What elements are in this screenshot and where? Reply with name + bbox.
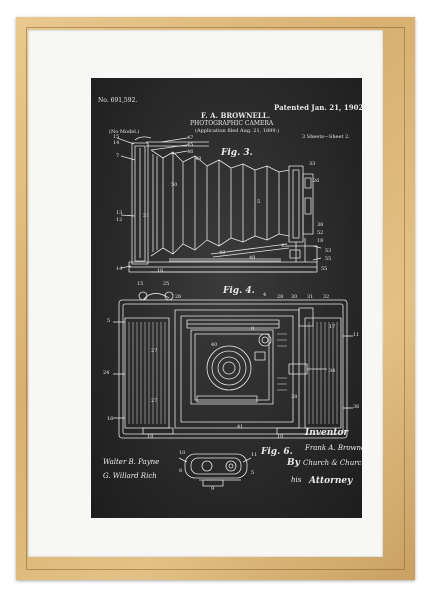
inventor-label: Inventor (305, 428, 349, 438)
ref-numeral: 10 (179, 450, 186, 456)
witness-signature-1: Walter B. Payne (103, 458, 160, 466)
ref-numeral: 31 (307, 294, 314, 300)
ref-numeral: 52 (317, 230, 324, 236)
ref-numeral: 27 (151, 348, 158, 354)
patent-drawings (113, 136, 353, 487)
ref-numeral: 38 (317, 222, 324, 228)
ref-numeral: 51 (143, 213, 150, 219)
ref-numeral: 41 (237, 424, 244, 430)
figure-6-label: Fig. 6. (261, 447, 293, 457)
ref-numeral: 47 (187, 135, 194, 141)
attorney-signature: Church & Church (303, 459, 362, 467)
invention-title: PHOTOGRAPHIC CAMERA (190, 120, 274, 127)
ref-numeral: 12 (116, 217, 123, 223)
ref-numeral: 26 (313, 178, 320, 184)
ref-numeral: 30 (291, 294, 298, 300)
patent-number: No. 691,592. (98, 97, 138, 104)
ref-numeral: 5 (251, 470, 255, 476)
ref-numeral: 16 (157, 268, 164, 274)
ref-numeral: 32 (323, 294, 330, 300)
ref-numeral: 46 (187, 149, 194, 155)
ref-numeral: 25 (163, 281, 170, 287)
ref-numeral: 11 (353, 332, 360, 338)
figure-4-label: Fig. 4. (223, 286, 255, 296)
ref-numeral: 4 (263, 292, 267, 298)
ref-numeral: 28 (277, 294, 284, 300)
ref-numeral: 27 (151, 398, 158, 404)
ref-numeral: 55 (321, 266, 328, 272)
ref-numeral: 40 (211, 342, 218, 348)
inventor-name: F. A. BROWNELL. (201, 111, 271, 120)
ref-numeral: 14 (116, 266, 123, 272)
fig4-drawing (113, 291, 353, 439)
ref-numeral: 48 (249, 255, 256, 261)
ref-numeral: 8 (251, 326, 255, 332)
ref-numeral: 38 (291, 394, 298, 400)
model-note: (No Model.) (109, 129, 140, 135)
sheet-note: 3 Sheets—Sheet 2. (302, 134, 350, 140)
ref-numeral: 7 (116, 153, 120, 159)
ref-numeral: 14 (113, 140, 120, 146)
witness-signature-2: G. Willard Rich (103, 472, 157, 480)
by-label: By (287, 458, 300, 468)
application-note: (Application filed Aug. 21, 1899.) (195, 128, 280, 134)
ref-numeral: 15 (113, 134, 120, 140)
ref-numeral: 53 (325, 248, 332, 254)
ref-numeral: 5 (107, 318, 111, 324)
ref-numeral: 9 (211, 486, 215, 492)
patented-date: Patented Jan. 21, 1902. (274, 103, 362, 112)
ref-numeral: 49 (219, 250, 226, 256)
ref-numeral: 36 (353, 404, 360, 410)
his-label: his (291, 476, 302, 484)
ref-numeral: 8 (179, 468, 183, 474)
ref-numeral: 18 (147, 434, 154, 440)
ref-numeral: 17 (329, 324, 336, 330)
figure-3-label: Fig. 3. (221, 148, 253, 158)
ref-numeral: 50 (171, 182, 178, 188)
inventor-signature: Frank A. Brownell (305, 444, 362, 452)
ref-numeral: 33 (309, 161, 316, 167)
ref-numeral: 34 (329, 368, 336, 374)
ref-numeral: 45 (187, 142, 194, 148)
ref-numeral: 16 (107, 416, 114, 422)
ref-numeral: 10 (277, 434, 284, 440)
ref-numeral: 26 (175, 294, 182, 300)
ref-numeral: 11 (251, 452, 258, 458)
fig3-drawing (116, 136, 322, 273)
attorney-label: Attorney (309, 476, 353, 486)
ref-numeral: 5 (257, 199, 261, 205)
patent-print: No. 691,592. F. A. BROWNELL. PHOTOGRAPHI… (91, 78, 362, 518)
ref-numeral: 24 (103, 370, 110, 376)
ref-numeral: 42 (281, 243, 288, 249)
ref-numeral: 18 (317, 238, 324, 244)
fig6-drawing (178, 453, 252, 487)
ref-numeral: 48 (195, 156, 202, 162)
ref-numeral: 15 (137, 281, 144, 287)
ref-numeral: 55 (325, 256, 332, 262)
ref-numeral: 13 (116, 210, 123, 216)
